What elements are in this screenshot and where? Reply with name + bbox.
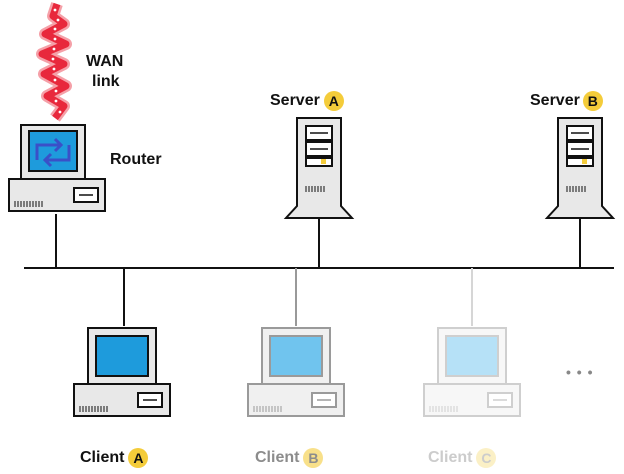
more-clients-ellipsis: • • •: [566, 364, 594, 380]
client-c-badge: C: [476, 448, 497, 468]
wan-label-line2: link: [92, 73, 120, 90]
client-b-badge: B: [303, 448, 324, 468]
router-icon: [8, 124, 106, 212]
client-a-badge: A: [128, 448, 149, 468]
wan-link-icon: [36, 2, 72, 122]
client-c-text: Client: [428, 449, 473, 466]
wan-label-line1: WAN: [86, 53, 124, 70]
client-b-text: Client: [255, 449, 300, 466]
server-b-text: Server: [530, 92, 580, 109]
client-b-icon: [247, 327, 345, 417]
server-b-badge: B: [582, 91, 603, 111]
router-label: Router: [110, 151, 162, 168]
network-lines: [24, 214, 614, 326]
client-c-icon: [423, 327, 521, 417]
client-a-icon: [73, 327, 171, 417]
server-a-badge: A: [323, 91, 344, 111]
server-a-icon: [283, 117, 355, 219]
server-a-text: Server: [270, 92, 320, 109]
server-b-icon: [544, 117, 616, 219]
wan-label: WAN link: [86, 52, 123, 92]
client-a-text: Client: [80, 449, 125, 466]
